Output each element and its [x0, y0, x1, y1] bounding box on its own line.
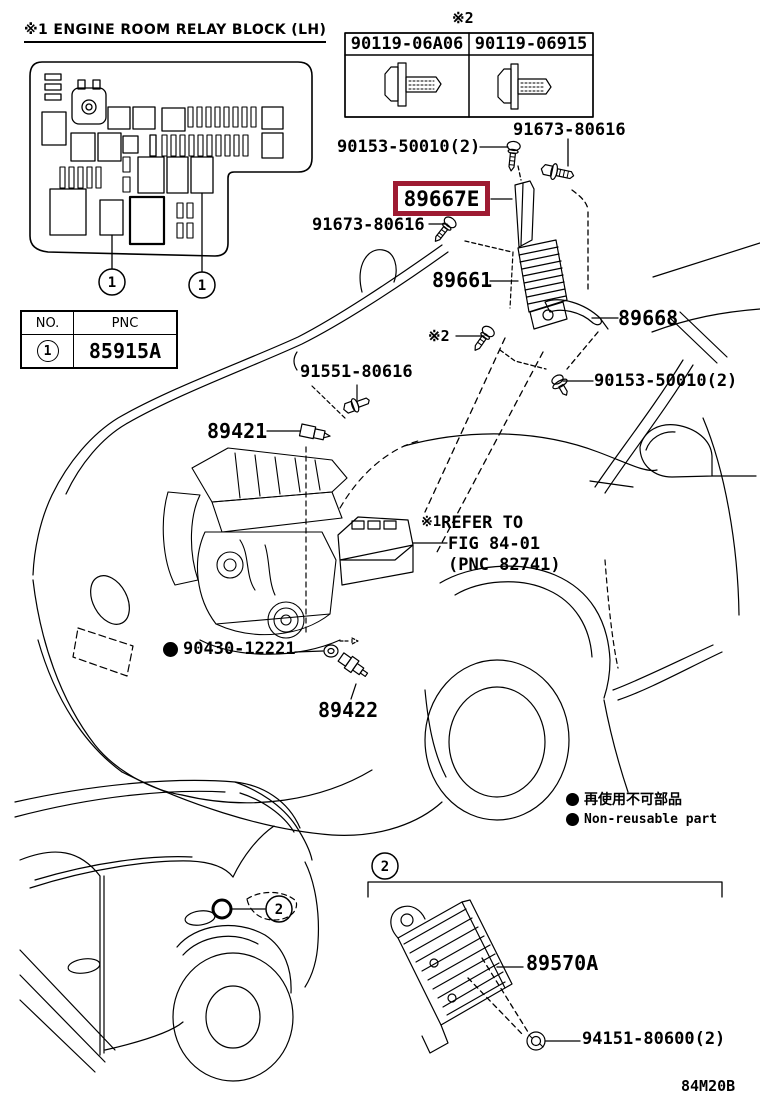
- sub-assembly-drawing: [367, 881, 723, 1054]
- screw-icon: [434, 216, 457, 242]
- bolt-icon: [540, 163, 575, 181]
- bolt-icon: [384, 62, 442, 107]
- engine-drawing: [162, 447, 348, 655]
- part-label-89661[interactable]: 89661: [432, 268, 493, 292]
- part-label-89570a[interactable]: 89570A: [526, 951, 599, 975]
- refer-note-line3: (PNC 82741): [448, 555, 561, 575]
- relay-callout-1: 1: [98, 268, 126, 296]
- nut-icon: [526, 1031, 546, 1051]
- fastener-option-1[interactable]: 90119-06A06: [350, 34, 464, 54]
- part-label-89667e: 89667E: [403, 186, 480, 211]
- svg-text:1: 1: [198, 278, 206, 294]
- non-reusable-dot-icon: [566, 813, 579, 826]
- bay-ecu-drawing: [337, 516, 448, 586]
- screw-icon: [474, 325, 495, 351]
- fastener-option-2[interactable]: 90119-06915: [474, 34, 588, 54]
- rear-car-drawing: [14, 779, 319, 1082]
- relay-block-drawing: [29, 61, 313, 273]
- svg-text:1: 1: [108, 275, 116, 291]
- pnc-row-callout: 1: [36, 340, 59, 362]
- part-label-91673-top[interactable]: 91673-80616: [513, 120, 626, 140]
- relay-callout-2: 1: [188, 271, 216, 299]
- pnc-table-row[interactable]: 1 85915A: [22, 335, 176, 367]
- legend-jp-text: 再使用不可部品: [584, 792, 682, 808]
- fastener-table-drawing: [344, 32, 594, 118]
- pnc-col-no: NO.: [22, 312, 74, 334]
- non-reusable-dot-icon: [163, 642, 178, 658]
- non-reusable-dot-icon: [566, 792, 579, 806]
- fastener-table-note: ※2: [452, 9, 474, 27]
- part-label-89421[interactable]: 89421: [207, 419, 268, 443]
- rear-body-callout: 2: [265, 895, 293, 923]
- part-label-94151[interactable]: 94151-80600(2): [582, 1029, 726, 1049]
- part-label-90430: 90430-12221: [183, 639, 296, 659]
- bolt-icon: [497, 63, 552, 110]
- screw-note-label: ※2: [428, 327, 450, 345]
- pnc-col-pnc: PNC: [111, 315, 139, 331]
- ecu-cover-drawing: [509, 239, 568, 330]
- pnc-table: NO. PNC 1 85915A: [20, 310, 178, 369]
- front-car-drawing: [32, 242, 760, 836]
- pnc-row-value: 85915A: [88, 339, 162, 363]
- legend-row-jp: 再使用不可部品: [566, 789, 682, 809]
- svg-text:2: 2: [275, 902, 283, 918]
- refer-note-line1: REFER TO: [441, 513, 524, 533]
- ecu-assembly-drawing: [424, 138, 619, 553]
- sub-assembly-callout: 2: [371, 852, 399, 880]
- legend-en-text: Non-reusable part: [584, 812, 718, 827]
- refer-note-line2: FIG 84-01: [448, 534, 541, 554]
- highlighted-part-box[interactable]: 89667E: [393, 181, 490, 216]
- screw-icon: [506, 140, 521, 172]
- sensor-icon: [298, 423, 331, 441]
- part-label-89668[interactable]: 89668: [618, 306, 679, 330]
- part-label-91551[interactable]: 91551-80616: [300, 362, 413, 382]
- refer-note-mark: ※1: [421, 514, 442, 530]
- part-label-90430-row[interactable]: 90430-12221: [163, 639, 296, 659]
- part-label-89422[interactable]: 89422: [318, 698, 379, 722]
- part-label-90153-lower[interactable]: 90153-50010(2): [594, 371, 738, 391]
- legend-row-en: Non-reusable part: [566, 812, 717, 827]
- part-label-91673-left[interactable]: 91673-80616: [312, 215, 425, 235]
- bolt-icon: [551, 374, 568, 396]
- svg-text:2: 2: [381, 859, 389, 875]
- part-label-90153-top[interactable]: 90153-50010(2): [337, 137, 481, 157]
- sub-relay-drawing: [390, 899, 513, 1054]
- bolt-icon: [343, 397, 370, 414]
- sensor-icon: [337, 652, 369, 678]
- relay-block-title: ※1 ENGINE ROOM RELAY BLOCK (LH): [24, 22, 327, 43]
- refer-note: ※1REFER TO FIG 84-01 (PNC 82741): [421, 512, 561, 576]
- drawing-code: 84M20B: [681, 1077, 736, 1095]
